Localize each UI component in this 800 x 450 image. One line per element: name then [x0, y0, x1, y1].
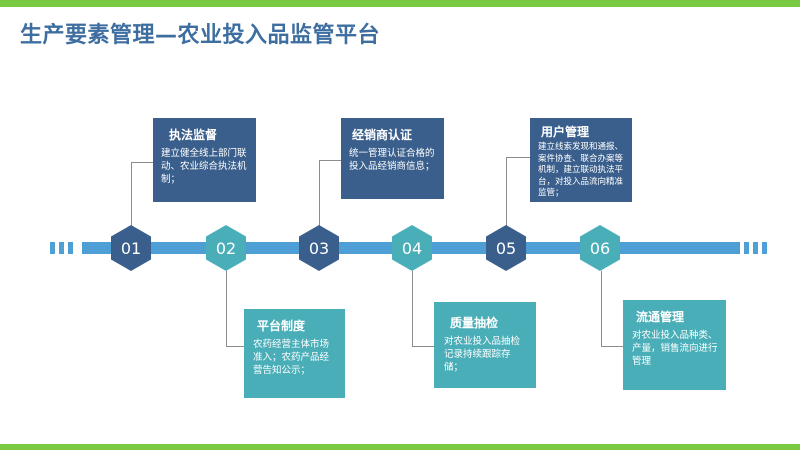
timeline-stripe — [59, 242, 64, 254]
timeline-stripe — [762, 242, 767, 254]
connector-line — [319, 160, 342, 226]
card-title: 执法监督 — [169, 128, 218, 142]
connector-line — [601, 271, 624, 347]
card-dealer-certification: 经销商认证 统一管理认证合格的投入品经销商信息； — [341, 118, 444, 199]
card-title: 流通管理 — [636, 310, 685, 324]
top-accent-bar — [0, 0, 800, 7]
step-marker-06: 06 — [580, 225, 620, 271]
step-marker-04: 04 — [392, 225, 432, 271]
card-circulation-management: 流通管理 对农业投入品种类、产量，销售流向进行管理 — [623, 300, 726, 390]
step-marker-02: 02 — [206, 225, 246, 271]
card-user-management: 用户管理 建立线索发现和通报、案件协查、联合办案等机制，建立联动执法平台，对投入… — [530, 118, 632, 202]
card-description: 统一管理认证合格的投入品经销商信息； — [349, 148, 435, 172]
card-description: 建立健全线上部门联动、农业综合执法机制； — [161, 148, 247, 185]
card-description: 对农业投入品抽检记录持续跟踪存储； — [444, 336, 521, 373]
step-marker-03: 03 — [299, 225, 339, 271]
connector-line — [226, 271, 245, 347]
card-description: 对农业投入品种类、产量，销售流向进行管理 — [632, 330, 718, 367]
timeline-stripe — [753, 242, 758, 254]
step-marker-01: 01 — [111, 225, 151, 271]
card-enforcement: 执法监督 建立健全线上部门联动、农业综合执法机制； — [153, 118, 256, 202]
timeline-stripe — [50, 242, 55, 254]
card-platform-rules: 平台制度 农药经营主体市场准入；农药产品经营告知公示； — [244, 309, 345, 398]
page-title: 生产要素管理—农业投入品监管平台 — [20, 23, 381, 48]
connector-line — [506, 157, 531, 226]
card-description: 农药经营主体市场准入；农药产品经营告知公示； — [253, 339, 330, 376]
card-title: 平台制度 — [257, 319, 306, 333]
connector-line — [412, 271, 435, 347]
step-marker-05: 05 — [486, 225, 526, 271]
card-title: 质量抽检 — [450, 316, 499, 330]
card-title: 用户管理 — [541, 125, 590, 139]
bottom-accent-bar — [0, 444, 800, 450]
timeline-stripe — [68, 242, 73, 254]
card-description: 建立线索发现和通报、案件协查、联合办案等机制，建立联动执法平台，对投入品流向精准… — [538, 142, 624, 198]
card-title: 经销商认证 — [352, 128, 413, 142]
connector-line — [131, 162, 154, 226]
card-quality-inspection: 质量抽检 对农业投入品抽检记录持续跟踪存储； — [434, 302, 536, 388]
timeline-stripe — [744, 242, 749, 254]
